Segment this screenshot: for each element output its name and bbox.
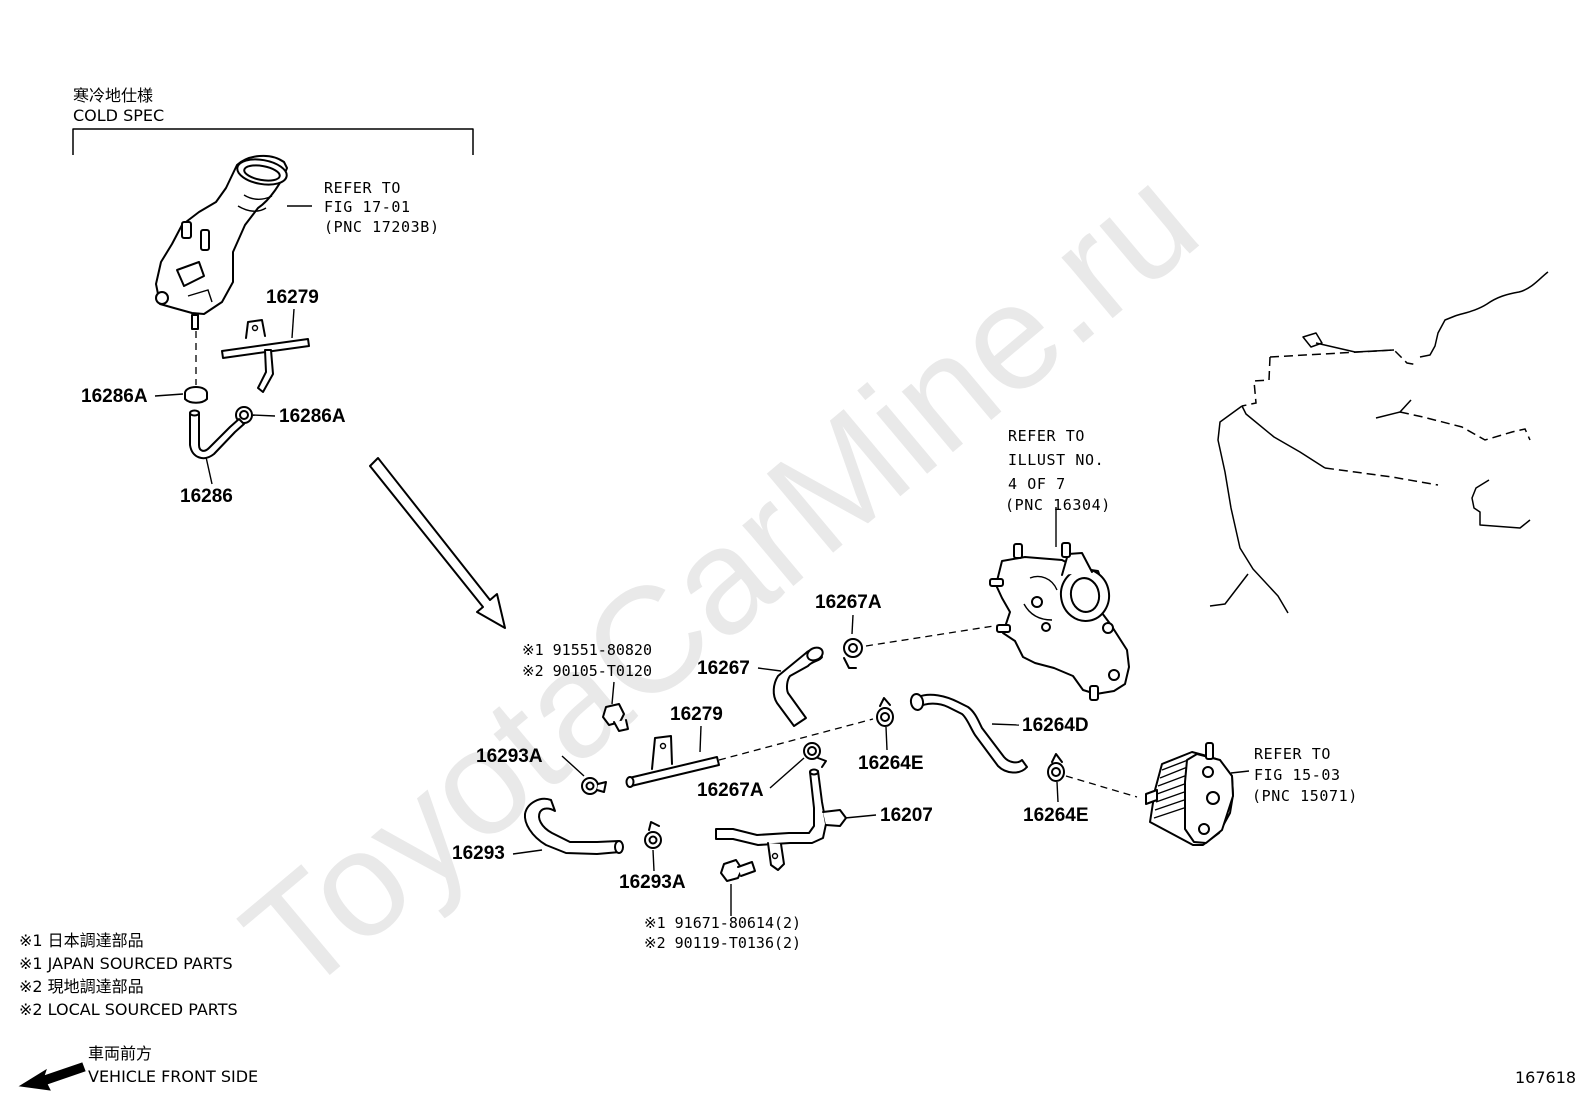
refer-fig17-text: REFER TO FIG 17-01 (PNC 17203B) [324, 179, 440, 236]
label-16264E-upper: 16264E [858, 753, 924, 774]
leader-16286A-left [154, 393, 184, 397]
front-arrow-icon [18, 1062, 86, 1091]
legend: ※1 日本調達部品 ※1 JAPAN SOURCED PARTS ※2 現地調達… [19, 931, 238, 1019]
dash-16279-to-clamp [718, 718, 874, 761]
refer-fig15-text: REFER TO FIG 15-03 (PNC 15071) [1252, 745, 1358, 805]
clamp-16267A-lower-icon [803, 742, 827, 768]
svg-text:※2 90105-T0120: ※2 90105-T0120 [522, 662, 652, 680]
bolt-upper-note: ※1 91551-80820 ※2 90105-T0120 [522, 641, 652, 680]
svg-text:(PNC 15071): (PNC 15071) [1252, 787, 1358, 805]
svg-text:※2 現地調達部品: ※2 現地調達部品 [19, 977, 144, 996]
clamp-16264E-upper-icon [876, 697, 894, 727]
leader-16207 [844, 814, 877, 819]
label-16279-cold: 16279 [266, 287, 319, 308]
label-16267A-lower: 16267A [697, 780, 764, 801]
bolt-lower-note: ※1 91671-80614(2) ※2 90119-T0136(2) [644, 914, 801, 952]
cold-spec-title-jp: 寒冷地仕様 [73, 86, 153, 105]
svg-text:※1 91671-80614(2): ※1 91671-80614(2) [644, 914, 801, 932]
hose-16286-icon [189, 412, 245, 460]
svg-text:※2 90119-T0136(2): ※2 90119-T0136(2) [644, 934, 801, 952]
hose-16264D-icon [917, 693, 1028, 774]
svg-text:(PNC 17203B): (PNC 17203B) [324, 218, 440, 236]
label-16279-main: 16279 [670, 704, 723, 725]
bolt-lower-icon [720, 859, 756, 882]
leader-16279-main [699, 725, 702, 753]
leader-16293A-lower [652, 849, 655, 872]
clamp-16267A-top-icon [843, 638, 863, 669]
leader-16267A-lower [769, 757, 805, 789]
svg-text:(PNC 16304): (PNC 16304) [1005, 496, 1111, 514]
leader-16293A-upper [561, 755, 585, 777]
svg-text:※1 91551-80820: ※1 91551-80820 [522, 641, 652, 659]
label-16286A-right: 16286A [279, 406, 346, 427]
clamp-16286A-left-icon [184, 386, 208, 404]
front-label-jp: 車両前方 [88, 1044, 152, 1063]
hose-16267-icon [772, 649, 823, 727]
leader-16264D [991, 723, 1020, 726]
label-16293: 16293 [452, 843, 505, 864]
label-16286A-left: 16286A [81, 386, 148, 407]
label-16267: 16267 [697, 658, 750, 679]
dash-16267A-to-outlet [865, 624, 1001, 647]
cold-spec-bracket [72, 128, 474, 155]
oil-cooler-icon [1145, 742, 1234, 846]
svg-text:REFER TO: REFER TO [1008, 427, 1085, 445]
direction-arrow-icon [369, 457, 506, 629]
label-16267A-top: 16267A [815, 592, 882, 613]
leader-16264E-lower [1056, 781, 1059, 803]
engine-outline [1209, 271, 1549, 614]
pipe-16279-main-icon [625, 735, 720, 788]
pipe-16279-cold-icon [221, 319, 310, 393]
svg-text:※1 日本調達部品: ※1 日本調達部品 [19, 931, 144, 950]
svg-text:※1 JAPAN SOURCED PARTS: ※1 JAPAN SOURCED PARTS [19, 954, 233, 973]
svg-text:REFER TO: REFER TO [1254, 745, 1331, 763]
svg-text:ILLUST NO.: ILLUST NO. [1008, 451, 1104, 469]
cold-spec-title-en: COLD SPEC [73, 106, 164, 125]
dash-16264E-to-cooler [1065, 775, 1138, 798]
bolt-upper-icon [602, 703, 629, 732]
clamp-16293A-upper-icon [581, 777, 607, 795]
leader-16267A-top [851, 614, 854, 635]
svg-text:FIG 17-01: FIG 17-01 [324, 198, 411, 216]
leader-16267 [757, 667, 782, 672]
leader-16264E-upper [885, 726, 888, 751]
leader-bolt-upper [611, 681, 615, 705]
thermostat-housing-icon [155, 154, 288, 330]
leader-16286A-right [252, 414, 276, 417]
label-16264D: 16264D [1022, 715, 1089, 736]
label-16264E-lower: 16264E [1023, 805, 1089, 826]
refer-illust-text: REFER TO ILLUST NO. 4 OF 7 (PNC 16304) [1005, 427, 1111, 514]
label-16286: 16286 [180, 486, 233, 507]
front-label-en: VEHICLE FRONT SIDE [88, 1067, 258, 1086]
svg-text:FIG 15-03: FIG 15-03 [1254, 766, 1341, 784]
label-16207: 16207 [880, 805, 933, 826]
label-16293A-upper: 16293A [476, 746, 543, 767]
svg-text:4 OF 7: 4 OF 7 [1008, 475, 1066, 493]
leader-16293 [512, 849, 543, 855]
svg-text:※2 LOCAL SOURCED PARTS: ※2 LOCAL SOURCED PARTS [19, 1000, 238, 1019]
clamp-16293A-lower-icon [644, 821, 662, 849]
clamp-16264E-lower-icon [1047, 753, 1065, 782]
water-outlet-icon [989, 542, 1130, 701]
leader-16279-cold [291, 308, 295, 339]
label-16293A-lower: 16293A [619, 872, 686, 893]
svg-text:REFER TO: REFER TO [324, 179, 401, 197]
leader-16286 [205, 456, 213, 485]
pipe-16207-icon [715, 768, 847, 871]
leader-fig15 [1230, 770, 1250, 774]
figure-number: 167618 [1515, 1068, 1576, 1087]
